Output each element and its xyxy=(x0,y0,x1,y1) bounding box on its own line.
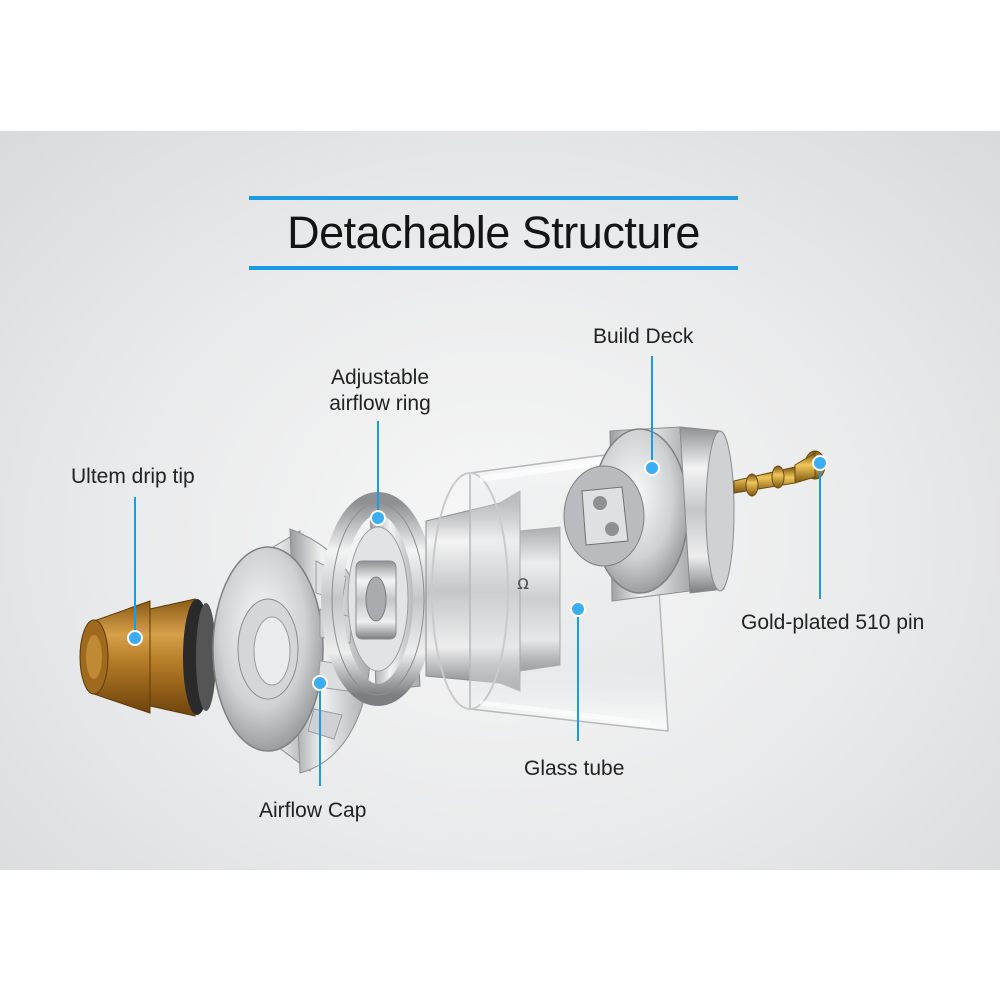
exploded-view-illustration: ꭥ xyxy=(79,356,828,786)
label-ultem-drip-tip: Ultem drip tip xyxy=(71,465,195,488)
label-glass-tube: Glass tube xyxy=(524,757,625,780)
product-panel: Detachable Structure xyxy=(0,131,1000,870)
label-gold-plated-510-pin: Gold-plated 510 pin xyxy=(741,611,925,634)
label-adjustable-airflow-ring-line2: airflow ring xyxy=(329,392,431,415)
label-airflow-cap: Airflow Cap xyxy=(259,799,367,822)
svg-text:ꭥ: ꭥ xyxy=(517,570,529,594)
title-top-rule xyxy=(249,196,738,200)
label-build-deck: Build Deck xyxy=(593,325,694,348)
ultem-drip-tip xyxy=(79,598,216,717)
build-deck xyxy=(563,426,735,602)
title-bottom-rule xyxy=(249,266,738,270)
callout-lines xyxy=(127,356,828,786)
label-adjustable-airflow-ring-line1: Adjustable xyxy=(330,366,430,389)
page-title: Detachable Structure xyxy=(287,207,700,258)
gold-plated-510-pin xyxy=(733,450,826,497)
